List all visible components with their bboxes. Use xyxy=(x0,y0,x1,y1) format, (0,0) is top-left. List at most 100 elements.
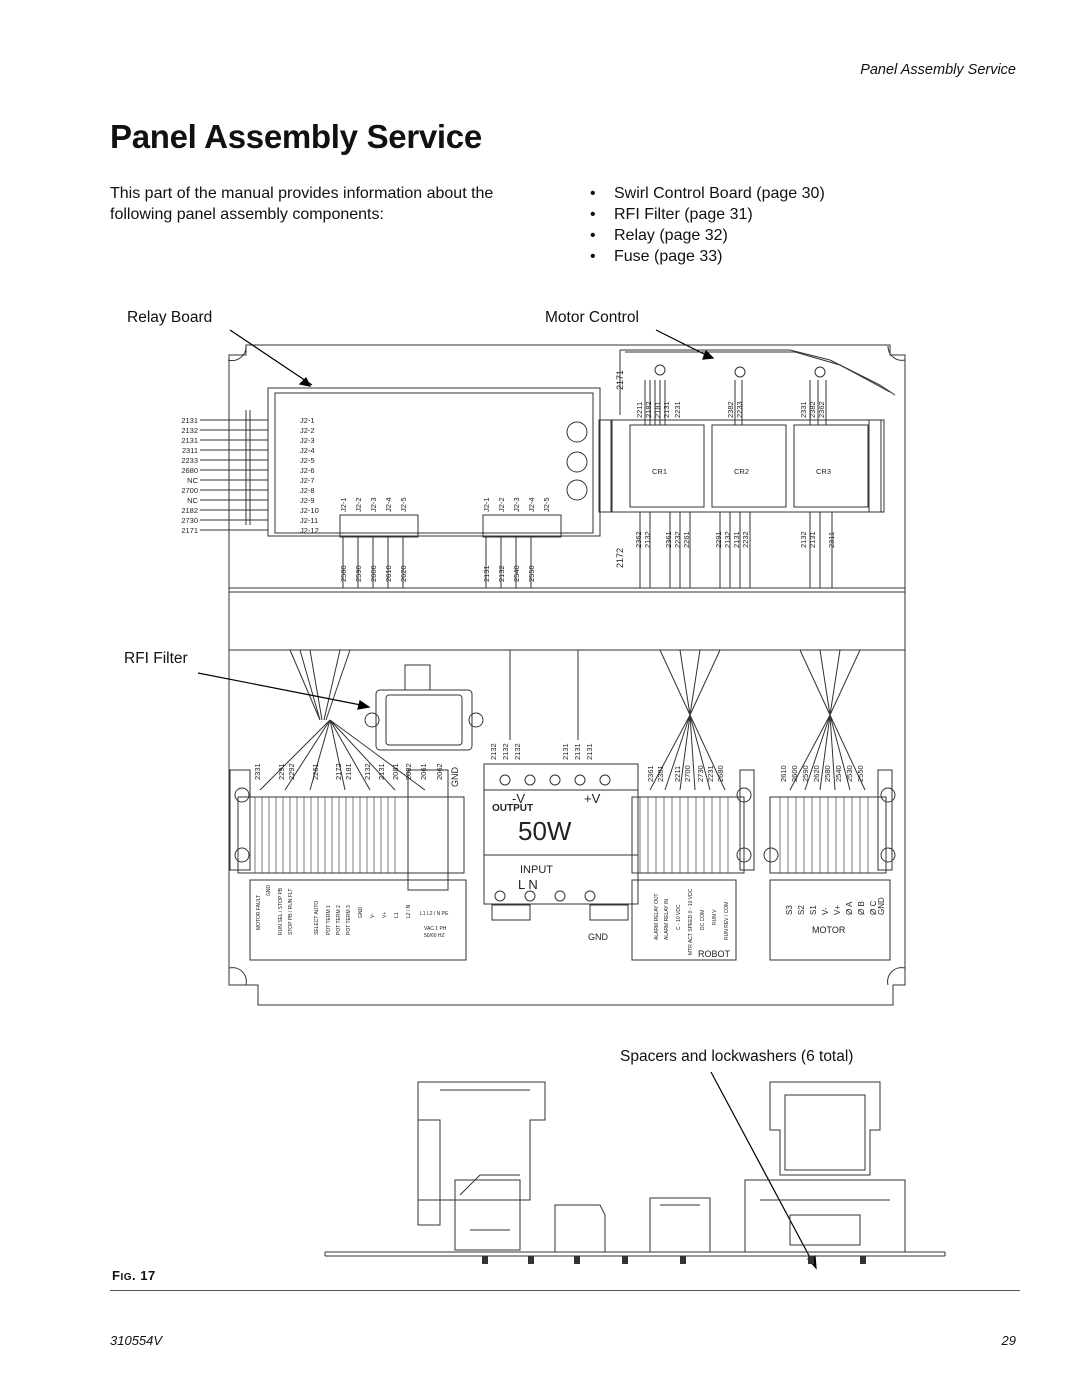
wire-label: 2081 xyxy=(391,763,400,780)
panel-notch xyxy=(887,345,906,361)
cable-run xyxy=(625,351,891,393)
cable-tie xyxy=(814,366,826,378)
pin-label: J2-2 xyxy=(354,497,363,512)
panel-outline xyxy=(228,344,906,1006)
cable-tie xyxy=(734,366,746,378)
wire-label: 2132 xyxy=(799,531,808,548)
board-hole xyxy=(566,421,588,443)
ps-screw xyxy=(549,774,561,786)
wire-label: 2172 xyxy=(334,763,343,780)
wire-bundle xyxy=(509,650,579,740)
ps-minus-label: -V xyxy=(512,791,525,806)
wire-label: 2132 xyxy=(513,743,522,760)
motor-plate-label: S1 xyxy=(809,905,818,915)
wire-label: 2680 xyxy=(181,466,198,475)
power-supply xyxy=(483,763,639,905)
wire-label: 2700 xyxy=(683,765,692,782)
plate-label: DC COM xyxy=(700,910,706,930)
callout-relay-board: Relay Board xyxy=(127,309,213,326)
pin-label: J2-6 xyxy=(300,466,315,475)
page-title: Panel Assembly Service xyxy=(110,118,482,155)
end-stop xyxy=(877,769,893,871)
wire-label: 2610 xyxy=(384,565,393,582)
plate-label: RUN V xyxy=(712,909,718,925)
wire-label: 2600 xyxy=(790,765,799,782)
wire-label: 2620 xyxy=(812,765,821,782)
terminal-screw xyxy=(736,847,752,863)
pin-label: J2-8 xyxy=(300,486,315,495)
plate-label: MTR ACT SPEED 0 - 10 VDC xyxy=(688,888,694,955)
robot-plate-title: ROBOT xyxy=(698,949,731,959)
wire-label: 2550 xyxy=(527,565,536,582)
wire-label: 2361 xyxy=(646,765,655,782)
wire-label: 2132 xyxy=(363,763,372,780)
ps-foot xyxy=(491,904,531,921)
relay-label: CR1 xyxy=(652,467,667,476)
rfi-filter-inner xyxy=(385,694,463,746)
wire-label: 2182 xyxy=(644,401,653,418)
callout-rfi-filter: RFI Filter xyxy=(124,650,188,667)
end-stop xyxy=(229,769,251,871)
wire-label: 2132 xyxy=(643,531,652,548)
wire-bundle xyxy=(799,649,861,716)
wire-label: 2231 xyxy=(673,401,682,418)
ps-ln-label: L N xyxy=(518,877,538,892)
wire-label: 2261 xyxy=(311,763,320,780)
callout-motor-control: Motor Control xyxy=(545,309,639,326)
motor-plate-label: V+ xyxy=(833,905,842,915)
pin-label: J2-4 xyxy=(384,497,393,512)
plate-label: V- xyxy=(370,913,376,918)
leader-relay-board xyxy=(229,329,313,386)
wire-label: 2131 xyxy=(808,531,817,548)
motor-plate-label: GND xyxy=(877,897,886,915)
wire-label: 2211 xyxy=(673,766,682,782)
terminal-screw xyxy=(880,847,896,863)
plate-label: L2 / N xyxy=(406,904,412,918)
board-connector xyxy=(482,514,562,538)
wire-label: 2580 xyxy=(339,565,348,582)
plate-label: STOP PB / RUN FLT xyxy=(288,889,294,935)
pin-label: J2-11 xyxy=(300,516,318,525)
pin-label: J2-3 xyxy=(300,436,315,445)
wire-label: 2132 xyxy=(497,565,506,582)
pin-label: J2-7 xyxy=(300,476,315,485)
label-plate-robot xyxy=(631,879,737,961)
wire-label: 2131 xyxy=(482,565,491,582)
motor-plate-label: V- xyxy=(821,907,830,915)
wire-label: 2311 xyxy=(182,446,198,455)
board-hole xyxy=(566,451,588,473)
wire-bundle xyxy=(485,537,532,588)
wire-label: 2291 xyxy=(714,531,723,548)
wire-label: 2131 xyxy=(573,743,582,760)
wire-label: 2131 xyxy=(561,743,570,760)
plate-label: POT TERM 2 xyxy=(336,905,342,935)
wire-label: 2131 xyxy=(732,531,741,548)
terminal-strip xyxy=(237,796,465,874)
ps-screw xyxy=(554,890,566,902)
ps-foot xyxy=(589,904,629,921)
wire-label: 2590 xyxy=(354,565,363,582)
wire-bundle xyxy=(639,512,691,588)
wire-label: 2082 xyxy=(404,763,413,780)
relay-board xyxy=(267,387,601,537)
ps-screw xyxy=(499,774,511,786)
plate-label: POT TERM 3 xyxy=(346,905,352,935)
component-item: Swirl Control Board (page 30) xyxy=(590,183,825,204)
wire-bundle xyxy=(342,537,404,588)
wire-label: 2730 xyxy=(696,765,705,782)
terminal-screw xyxy=(234,847,250,863)
pin-label: J2-4 xyxy=(300,446,315,455)
wire-label: 2331 xyxy=(799,401,808,418)
wire-label: 2132 xyxy=(489,743,498,760)
relay-cr3 xyxy=(793,424,869,508)
wire-bundle xyxy=(659,649,721,716)
wire-label: 2700 xyxy=(181,486,198,495)
wire-label: 2233 xyxy=(181,456,198,465)
wire-label: 2181 xyxy=(344,763,353,780)
wire-label: 2232 xyxy=(741,531,750,548)
din-clip xyxy=(868,419,882,513)
wire-label: 2600 xyxy=(369,565,378,582)
motor-control-block xyxy=(611,419,885,513)
component-list: Swirl Control Board (page 30) RFI Filter… xyxy=(590,183,825,267)
wire-label: 2172 xyxy=(615,548,625,568)
